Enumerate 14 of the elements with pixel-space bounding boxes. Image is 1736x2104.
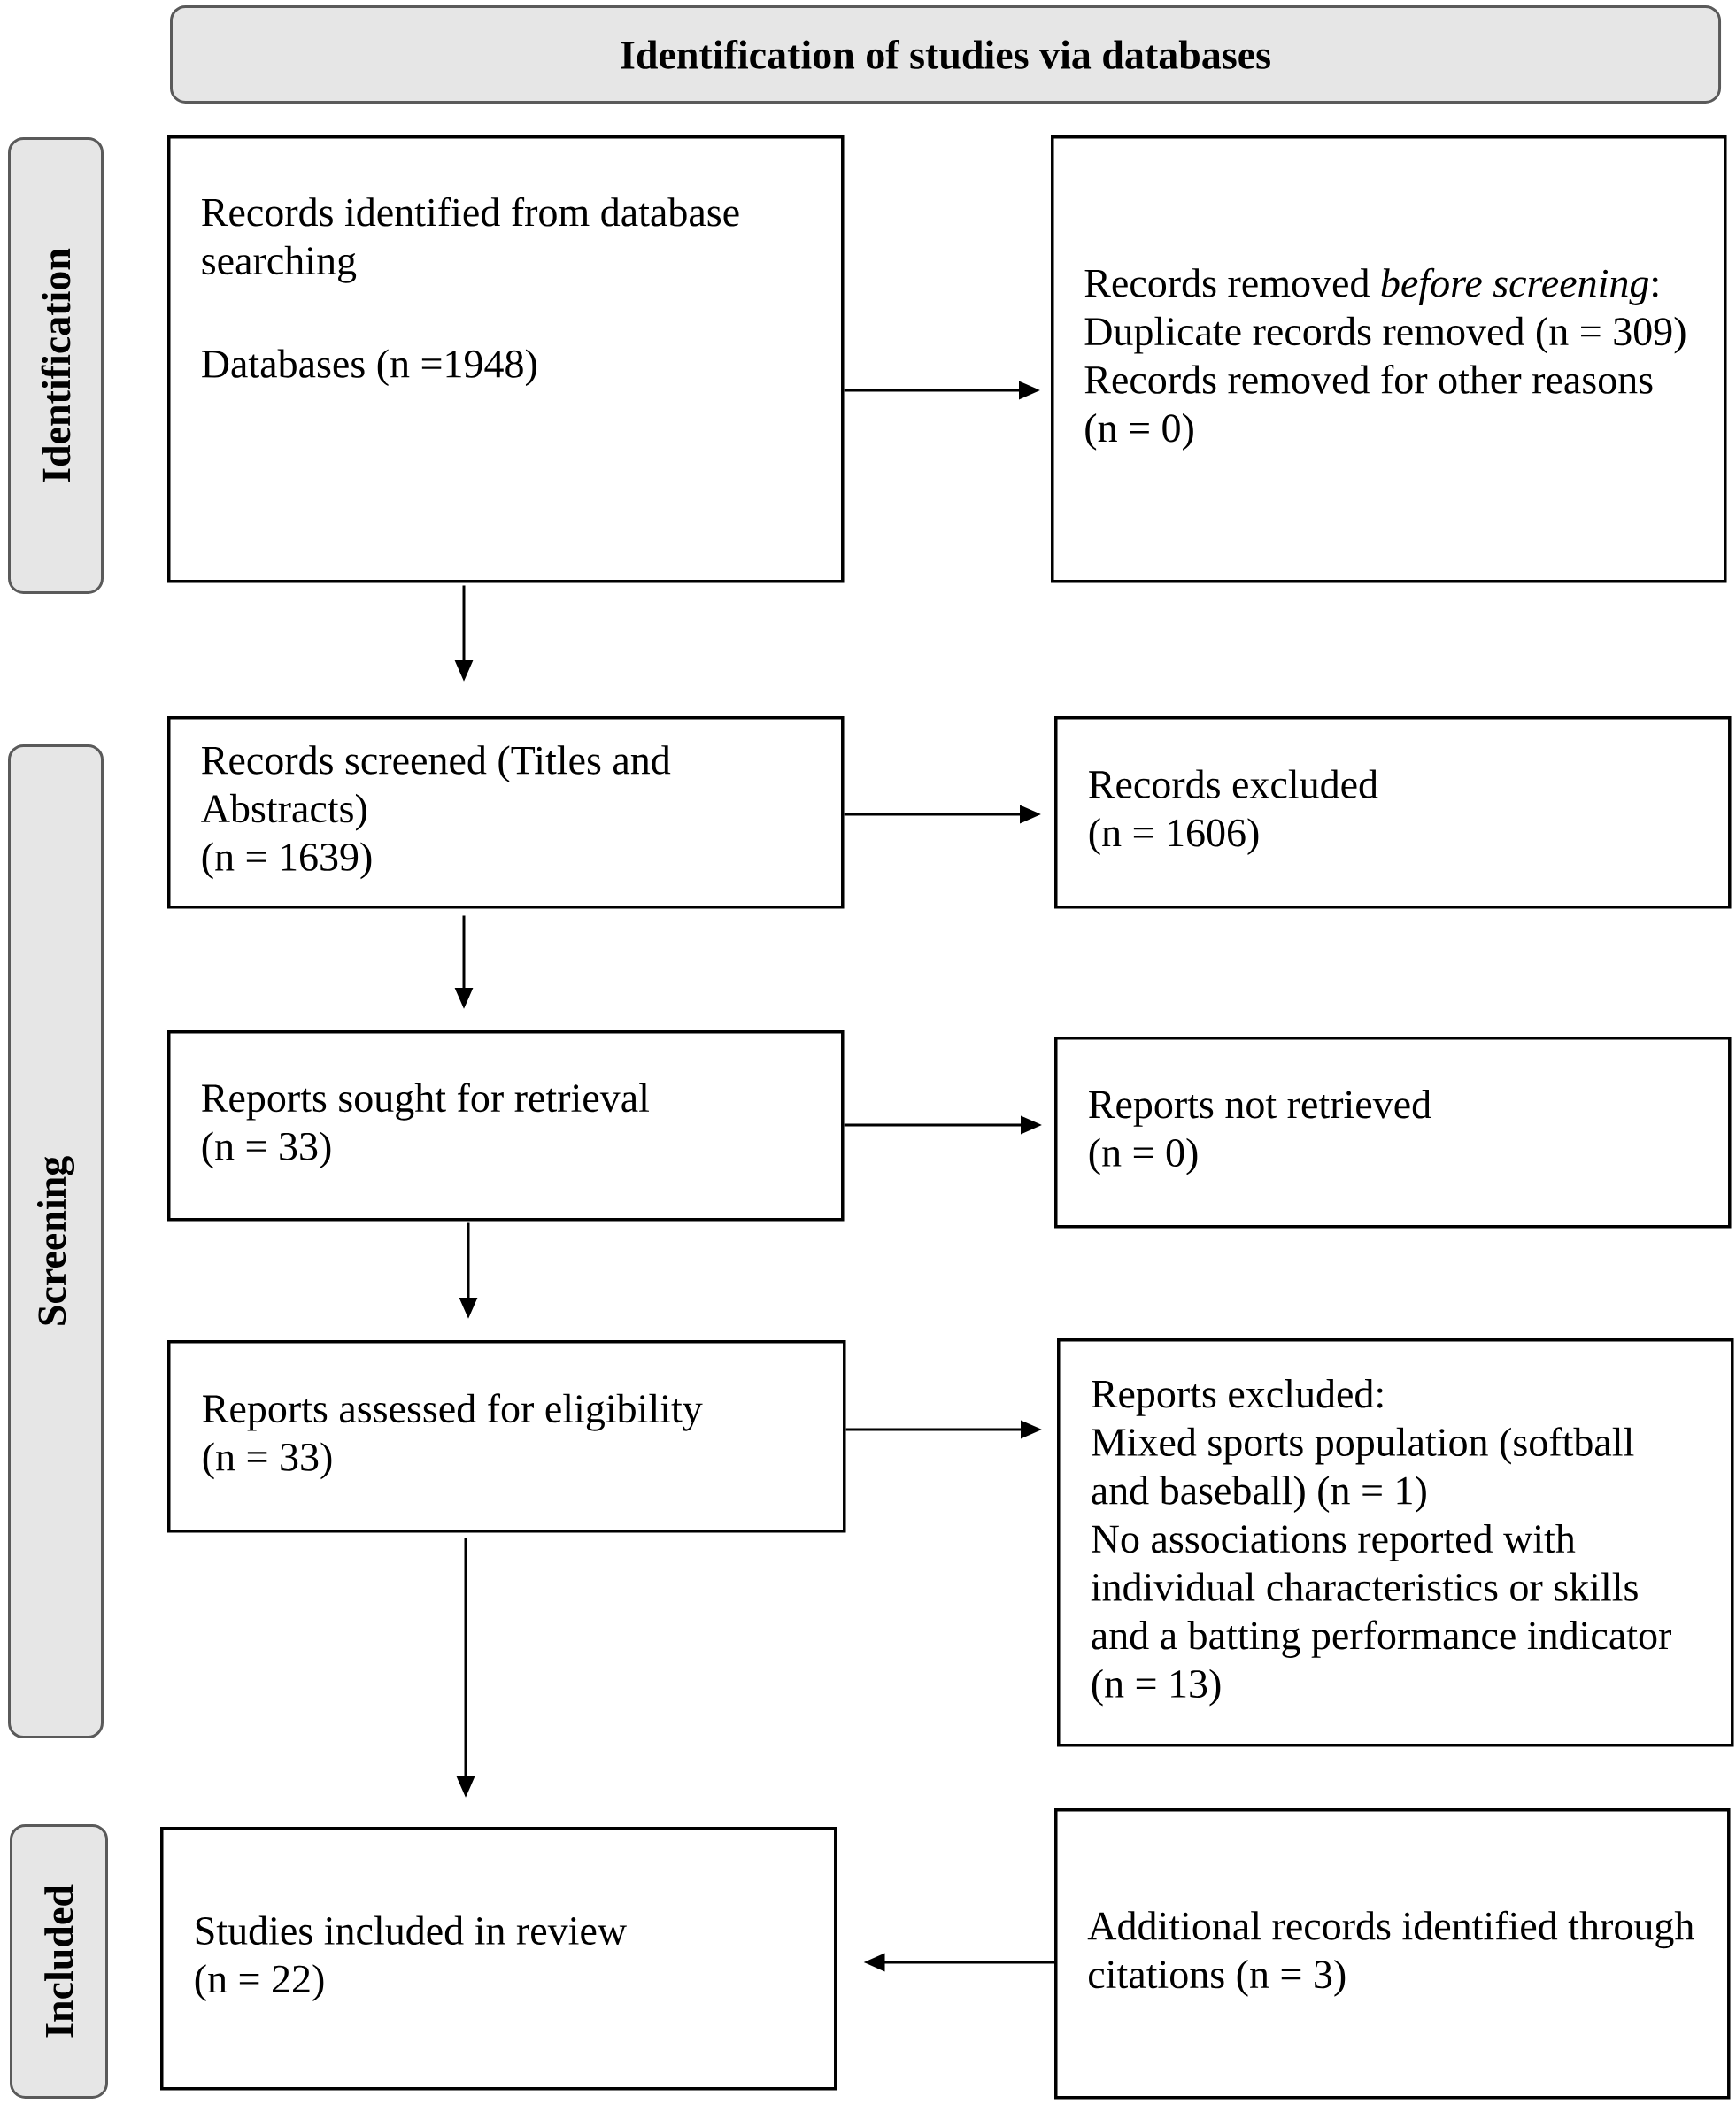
stage-band: Identification (8, 136, 104, 594)
process-box: Reports excluded: Mixed sports population (softball and baseball) (n = 1) No associations reported with individual characteristics or skills and a batting performance indicator (n = 13) (1057, 1338, 1734, 1747)
stage-band: Included (10, 1824, 108, 2099)
header-band: Identification of studies via databases (170, 4, 1722, 104)
process-box: Records screened (Titles and Abstracts) (n = 1639) (167, 716, 845, 909)
stage-band: Screening (8, 744, 104, 1738)
process-box: Records identified from database searching Databases (n =1948) (167, 135, 845, 583)
process-box: Reports assessed for eligibility (n = 33) (167, 1340, 846, 1533)
process-box: Reports sought for retrieval (n = 33) (167, 1030, 845, 1222)
process-box: Records removed before screening: Duplicate records removed (n = 309) Records removed for other reasons (n = 0) (1051, 135, 1727, 583)
process-box: Records excluded (n = 1606) (1054, 716, 1732, 909)
process-box: Reports not retrieved (n = 0) (1054, 1037, 1732, 1229)
process-box: Studies included in review (n = 22) (160, 1827, 837, 2091)
process-box: Additional records identified through citations (n = 3) (1054, 1808, 1731, 2100)
